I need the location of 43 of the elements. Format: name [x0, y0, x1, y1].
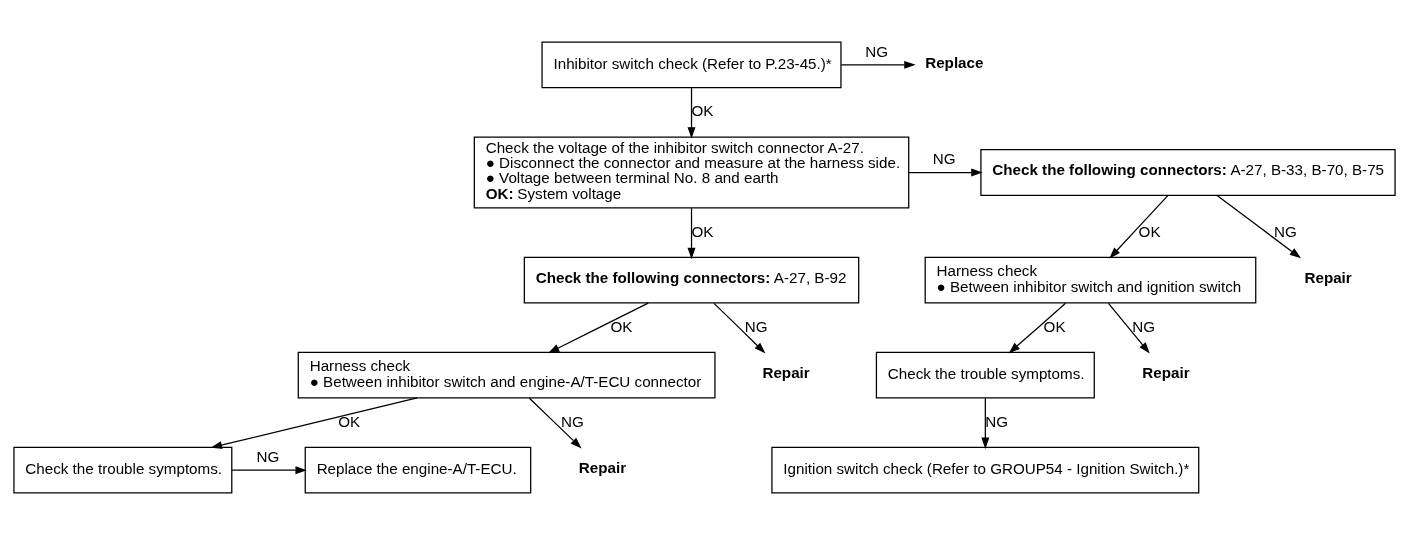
node-text: Replace [925, 53, 984, 71]
node-box: Check the following connectors: A-27, B-92 [523, 256, 860, 304]
node-text: Repair [578, 458, 627, 476]
arrow [687, 87, 696, 139]
arrow [528, 397, 582, 449]
arrow [908, 168, 983, 177]
edge-label: NG [1274, 222, 1297, 240]
node-text: Repair [1142, 363, 1190, 381]
node-box: Ignition switch check (Refer to GROUP54 - Ignition Switch.)* [771, 446, 1200, 494]
node-text: Repair [1304, 268, 1352, 286]
arrow [981, 397, 990, 450]
edge-label: OK [691, 102, 714, 120]
edge-label: NG [985, 412, 1009, 430]
edge-label: OK [610, 317, 633, 335]
edge-label: OK [338, 412, 361, 430]
edge-label: OK [691, 222, 714, 240]
node-box: Harness check ● Between inhibitor switch and engine-A/T-ECU connector [297, 351, 716, 399]
node-box: Inhibitor switch check (Refer to P.23-45.)* [541, 41, 842, 89]
node-box: Check the trouble symptoms. [13, 446, 233, 494]
edge-label: NG [932, 150, 956, 168]
arrow [713, 302, 766, 354]
node-box: Check the following connectors: A-27, B-33, B-70, B-75 [980, 149, 1396, 196]
arrow [1107, 302, 1150, 354]
edge-label: NG [256, 448, 280, 466]
arrow [210, 397, 418, 449]
node-box: Check the trouble symptoms. [875, 351, 1095, 399]
edge-label: NG [865, 42, 889, 60]
arrow [687, 207, 696, 260]
arrow [1109, 194, 1169, 259]
arrow [1008, 302, 1067, 354]
node-box: Replace the engine-A/T-ECU. [304, 446, 532, 494]
arrow [1216, 194, 1301, 259]
edge-label: NG [744, 317, 768, 335]
edge-label: OK [1138, 222, 1161, 240]
edge-label: NG [561, 412, 584, 430]
arrow [840, 60, 916, 69]
node-box: Check the voltage of the inhibitor switch connector A-27. ● Disconnect the connector and measure at the harness side. ● Voltage between terminal No. 8 and earth OK: System voltage [473, 136, 910, 209]
node-box: Harness check ● Between inhibitor switch and ignition switch [924, 256, 1257, 304]
arrow [231, 466, 307, 475]
edge-label: OK [1043, 317, 1066, 335]
edge-label: NG [1132, 317, 1156, 335]
node-text: Repair [762, 363, 810, 381]
arrow [548, 302, 649, 354]
